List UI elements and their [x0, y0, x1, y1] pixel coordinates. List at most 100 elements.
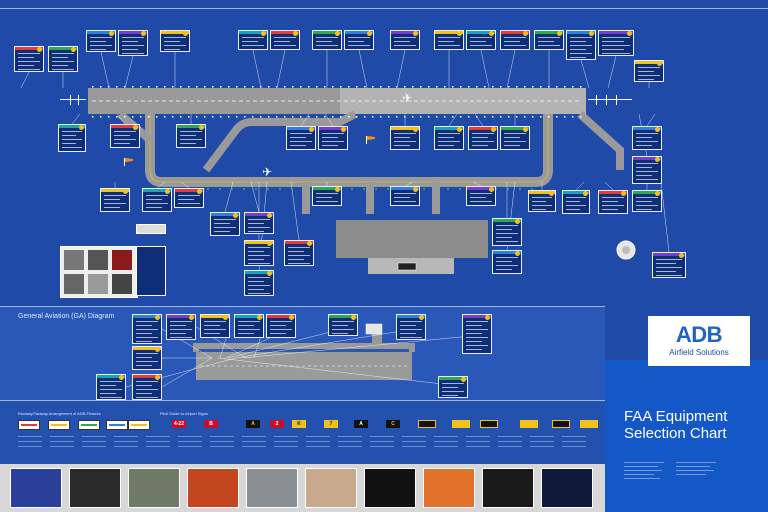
- callout-text-line: [146, 199, 162, 200]
- fixture-icon: [351, 315, 356, 320]
- legend-text-line: [18, 446, 42, 447]
- leader-line: [156, 181, 166, 189]
- legend-text-line: [530, 436, 554, 437]
- windsock-icon: [124, 158, 133, 166]
- runway-light-icon: [572, 86, 574, 88]
- fixture-icon: [491, 127, 496, 132]
- legend-text-line: [498, 436, 522, 437]
- taxiway-light-icon: [279, 188, 281, 190]
- runway-light-icon: [508, 116, 510, 118]
- callout-text-line: [322, 149, 344, 150]
- callout-text-line: [602, 53, 630, 54]
- elevated-light-photo: [10, 468, 62, 508]
- callout-text-line: [470, 49, 486, 50]
- approach-lights-east: [588, 95, 632, 105]
- callout-text-line: [136, 369, 158, 370]
- equipment-callout: [598, 30, 634, 56]
- runway-light-icon: [92, 86, 94, 88]
- leader-line: [250, 181, 260, 213]
- ga-equipment-callout: [166, 314, 196, 340]
- runway-light-icon: [124, 116, 126, 118]
- equipment-callout: [312, 186, 342, 206]
- guidance-sign-photo: [187, 468, 239, 508]
- callout-color-bar: [201, 315, 229, 318]
- legend-text-line: [274, 446, 298, 447]
- equipment-callout: [528, 190, 556, 212]
- ga-equipment-callout: [200, 314, 230, 338]
- legend-text-line: [466, 446, 490, 447]
- callout-text-line: [316, 205, 332, 206]
- callout-text-line: [136, 361, 158, 362]
- callout-color-bar: [635, 61, 663, 64]
- callout-text-line: [238, 337, 260, 338]
- callout-text-line: [180, 139, 202, 140]
- runway-light-icon: [164, 116, 166, 118]
- callout-text-line: [496, 265, 518, 266]
- callout-text-line: [238, 333, 254, 334]
- adb-logo: ADB: [675, 322, 723, 347]
- callout-text-line: [136, 325, 152, 326]
- runway-light-icon: [532, 86, 534, 88]
- runway-light-icon: [500, 116, 502, 118]
- callout-text-line: [180, 143, 196, 144]
- leader-line: [607, 55, 617, 89]
- callout-color-bar: [177, 125, 205, 128]
- equipment-callout: [598, 190, 628, 214]
- callout-text-line: [472, 141, 494, 142]
- runway-light-icon: [348, 116, 350, 118]
- runway-light-icon: [476, 116, 478, 118]
- taxiway-light-icon: [231, 188, 233, 190]
- callout-text-line: [638, 71, 654, 72]
- callout-text-line: [442, 387, 458, 388]
- sign-icon: [552, 420, 570, 428]
- taxiway-light-icon: [243, 188, 245, 190]
- callout-text-line: [438, 49, 454, 50]
- callout-text-line: [348, 49, 364, 50]
- callout-text-line: [636, 141, 658, 142]
- callout-color-bar: [319, 127, 347, 130]
- fixture-icon: [489, 187, 494, 192]
- fixture-icon: [523, 127, 528, 132]
- legend-text-line: [466, 436, 490, 437]
- terminal-sign: [397, 262, 417, 271]
- callout-color-bar: [501, 127, 529, 130]
- fixture-icon: [293, 31, 298, 36]
- callout-text-line: [570, 53, 592, 54]
- callout-text-line: [270, 337, 292, 338]
- callout-text-line: [248, 285, 270, 286]
- callout-text-line: [90, 41, 106, 42]
- callout-text-line: [288, 247, 310, 248]
- callout-text-line: [100, 385, 116, 386]
- callout-text-line: [496, 241, 518, 242]
- equipment-callout: [492, 218, 522, 246]
- taxiway-light-icon: [267, 188, 269, 190]
- callout-text-line: [204, 329, 226, 330]
- fixture-icon: [515, 251, 520, 256]
- runway-light-icon: [116, 116, 118, 118]
- runway-light-icon: [164, 86, 166, 88]
- callout-text-line: [504, 133, 526, 134]
- ga-equipment-callout: [328, 314, 358, 336]
- legend-text-line: [146, 441, 170, 442]
- callout-text-line: [242, 37, 264, 38]
- sign-icon: K: [292, 420, 306, 428]
- callout-text-line: [122, 41, 138, 42]
- taxiway-light-icon: [303, 188, 305, 190]
- leader-line: [241, 333, 493, 359]
- taxiway-light-icon: [255, 188, 257, 190]
- callout-text-line: [566, 197, 586, 198]
- fixture-icon: [419, 315, 424, 320]
- callout-color-bar: [119, 31, 147, 34]
- callout-text-line: [322, 137, 338, 138]
- runway-light-icon: [404, 86, 406, 88]
- callout-text-line: [566, 213, 586, 214]
- fixture-icon: [37, 47, 42, 52]
- callout-text-line: [248, 227, 270, 228]
- callout-text-line: [288, 255, 310, 256]
- signs-legend-title: Pilot Guide to Airport Signs: [160, 411, 208, 416]
- runway-light-icon: [548, 86, 550, 88]
- legend-text-line: [178, 446, 202, 447]
- equipment-callout: [468, 126, 498, 150]
- runway-light-icon: [332, 86, 334, 88]
- runway-light-icon: [220, 86, 222, 88]
